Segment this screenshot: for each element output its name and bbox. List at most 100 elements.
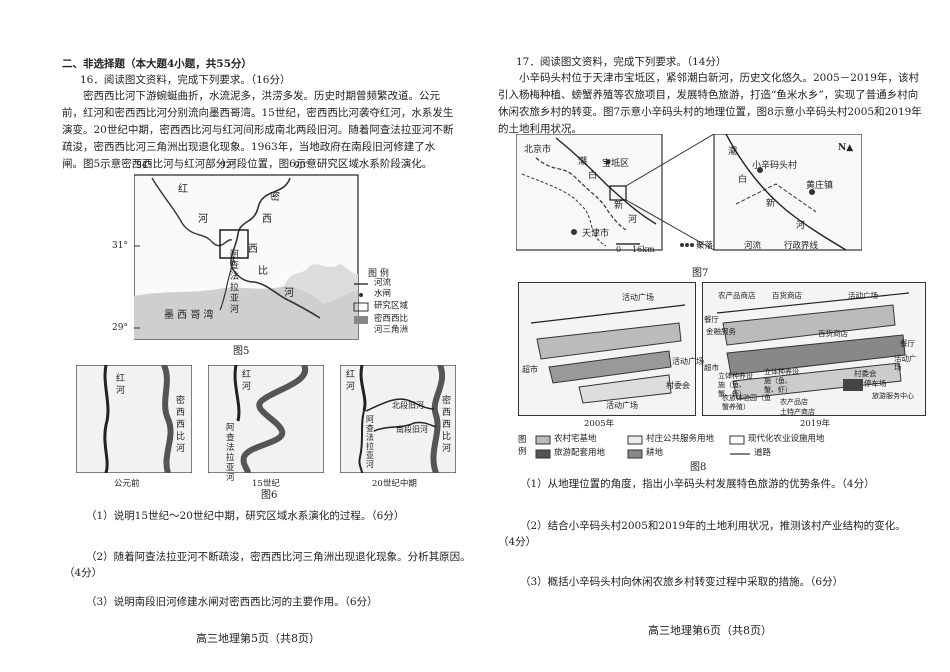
fig7-baodi: 宝坻区 <box>602 159 630 169</box>
fig8-legend: 图例 农村宅基地 村庄公共服务用地 现代化农业设施用地 旅游配套用地 耕地 道路 <box>518 434 918 464</box>
fig6-panel-3 <box>340 365 456 473</box>
fig7-tianjin: 天津市 <box>582 229 610 239</box>
legend-tourism: 旅游配套用地 <box>554 448 606 458</box>
fig7-xin: 新 <box>614 201 624 211</box>
right-page: 17．阅读图文资料，完成下列要求。（14分） 小辛码头村位于天津市宝坻区，紧邻潮… <box>478 0 950 672</box>
left-page: 二、非选择题（本大题4小题，共55分） 16．阅读图文资料，完成下列要求。（16… <box>62 58 471 645</box>
legend-road: 道路 <box>754 448 772 458</box>
map-label-red: 红 <box>178 184 188 195</box>
p3-atchafalaya: 阿查法拉亚河 <box>366 415 374 469</box>
figure-5-map: 94° 92° 90° 31° 29° 红 河 密 西 西 比 河 阿查法拉亚河… <box>112 161 408 340</box>
q17-part2-score: （4分） <box>498 536 537 548</box>
fig6-panel-1 <box>76 365 192 473</box>
figure-6: 红河 密西西比河 红河 阿查法拉亚河 红河 北段旧河 南段旧河 阿查法拉亚河 密… <box>76 365 456 489</box>
fig8-2005-panel <box>518 282 696 416</box>
map-label-mi-4: 比 <box>258 266 268 277</box>
figure-6-caption: 图6 <box>261 490 278 501</box>
p2-caption: 15世纪 <box>252 479 280 489</box>
figure-7: 北京市 潮 白 新 河 宝坻区 天津市 0 16km 潮 白 新 河 小辛码头村… <box>516 134 862 259</box>
fig8-19-local-shop: 土特产商店 <box>780 408 815 416</box>
legend-river: 河流 <box>374 278 392 288</box>
legend-public-service: 村庄公共服务用地 <box>646 434 715 444</box>
fig7-bai: 白 <box>588 171 598 181</box>
p3-south-old: 南段旧河 <box>396 425 428 434</box>
legend-farmland: 耕地 <box>646 448 664 458</box>
q16-part2: （2）随着阿查法拉亚河不断疏浚，密西西比河三角洲出现退化现象。分析其原因。 <box>86 551 471 563</box>
fig7-r-chao: 潮 <box>728 147 738 157</box>
fig8-19-square2: 活动广场 <box>894 354 917 372</box>
legend-sluice: 水闸 <box>374 289 392 299</box>
figure-7-caption: 图7 <box>692 268 709 279</box>
p3-caption: 20世纪中期 <box>372 479 417 489</box>
q17-part3: （3）概括小辛码头村向休闲农旅乡村转变过程中采取的措施。（6分） <box>520 576 844 588</box>
fig8-19-supermarket: 超市 <box>704 363 719 372</box>
map-label-atchafalaya: 阿查法拉亚河 <box>230 250 240 315</box>
fig8-19-dept1: 百货商店 <box>772 291 802 300</box>
fig8-05-committee: 村委会 <box>666 381 690 390</box>
fig8-19-tourist-center: 旅游服务中心 <box>872 392 914 400</box>
section-title: 二、非选择题（本大题4小题，共55分） <box>62 58 252 70</box>
legend-homestead: 农村宅基地 <box>554 434 597 444</box>
fig7-legend-river: 河流 <box>744 241 762 251</box>
p3-north-old: 北段旧河 <box>392 401 424 410</box>
fig8-legend-title: 图例 <box>518 435 527 457</box>
p3-red-river: 红河 <box>346 370 356 392</box>
fig8-19-finance: 金融服务 <box>706 327 736 336</box>
map-label-mi-3: 西 <box>248 244 258 255</box>
q17-part1: （1）从地理位置的角度，指出小辛码头村发展特色旅游的优势条件。（4分） <box>520 478 875 490</box>
lat-31: 31° <box>112 241 128 251</box>
fig7-xinmatou: 小辛码头村 <box>752 161 798 171</box>
left-footer: 高三地理第5页（共8页） <box>196 632 320 645</box>
p3-mississippi: 密西西比河 <box>442 396 452 454</box>
p1-mississippi: 密西西比河 <box>176 396 186 454</box>
p2-red-river: 红河 <box>242 370 252 392</box>
lon-94: 94° <box>136 161 152 171</box>
legend-title: 图 例 <box>368 269 389 279</box>
fig8-05-square1: 活动广场 <box>622 293 654 302</box>
fig7-scale-0: 0 <box>616 245 622 254</box>
p2-atchafalaya: 阿查法拉亚河 <box>226 423 235 483</box>
fig8-19-restaurant1: 餐厅 <box>704 315 719 324</box>
fig7-legend-boundary: 行政界线 <box>784 241 819 251</box>
q16-heading: 16．阅读图文资料，完成下列要求。（16分） <box>80 74 291 86</box>
fig7-north-arrow: N▲ <box>838 143 854 153</box>
lon-90: 90° <box>294 161 310 171</box>
q16-paragraph: 密西西比河下游蜿蜒曲折，水流泥多，洪涝多发。历史时期曾频繁改道。公元前，红河和密… <box>62 90 454 170</box>
q16-part3: （3）说明南段旧河修建水闸对密西西比河的主要作用。（6分） <box>86 596 378 608</box>
legend-modern-agri: 现代化农业设施用地 <box>748 434 825 444</box>
fig8-year-2019: 2019年 <box>800 419 831 429</box>
p1-caption: 公元前 <box>114 479 140 489</box>
fig7-legend-settlement: 聚落 <box>696 241 714 251</box>
fig8-19-square1: 活动广场 <box>848 291 878 300</box>
q17-part2: （2）结合小辛码头村2005和2019年的土地利用状况，推测该村产业结构的变化。 <box>520 520 906 532</box>
fig7-r-xin: 新 <box>766 199 776 209</box>
figure-5-caption: 图5 <box>233 346 250 357</box>
fig8-05-square2: 活动广场 <box>672 357 704 366</box>
fig7-huangzhuang: 黄庄镇 <box>806 181 834 191</box>
fig8-19-agri-store: 农产品店 <box>780 398 808 406</box>
figure-8: 活动广场 超市 活动广场 村委会 活动广场 农产品商店 百货商店 活动广场 餐厅… <box>518 282 926 432</box>
fig8-19-3d-farm1: 立体种养设施（鱼、蟹、虾） <box>718 372 753 398</box>
q17-paragraph: 小辛码头村位于天津市宝坻区，紧邻潮白新河，历史文化悠久。2005－2019年，该… <box>498 72 922 135</box>
lat-29: 29° <box>112 323 128 333</box>
fig8-19-parking: 停车场 <box>864 379 887 388</box>
fig7-r-bai: 白 <box>738 175 748 185</box>
fig7-chao: 潮 <box>578 157 588 167</box>
fig7-he: 河 <box>628 215 638 225</box>
figure-8-caption: 图8 <box>690 462 707 473</box>
map-label-red-2: 河 <box>198 214 208 225</box>
fig7-scale-16: 16km <box>632 245 655 254</box>
fig6-panel-2 <box>208 365 324 473</box>
fig8-19-3d-farm2: 立体种养设施（鱼、蟹、虾） <box>764 368 799 394</box>
p1-red-river: 红河 <box>116 374 126 396</box>
fig7-r-he: 河 <box>796 221 806 231</box>
fig7-beijing: 北京市 <box>524 145 552 155</box>
q16-part1: （1）说明15世纪～20世纪中期，研究区域水系演化的过程。（6分） <box>86 510 405 522</box>
fig8-05-supermarket: 超市 <box>522 365 538 374</box>
legend-delta: 密西西比河三角洲 <box>374 314 409 335</box>
lon-92: 92° <box>220 161 236 171</box>
figure-5-legend: 图 例 河流 水闸 研究区域 密西西比河三角洲 <box>352 266 422 336</box>
fig8-2019-panel <box>702 282 926 416</box>
legend-study-area: 研究区域 <box>374 301 409 311</box>
q16-part2-score: （4分） <box>64 567 103 579</box>
